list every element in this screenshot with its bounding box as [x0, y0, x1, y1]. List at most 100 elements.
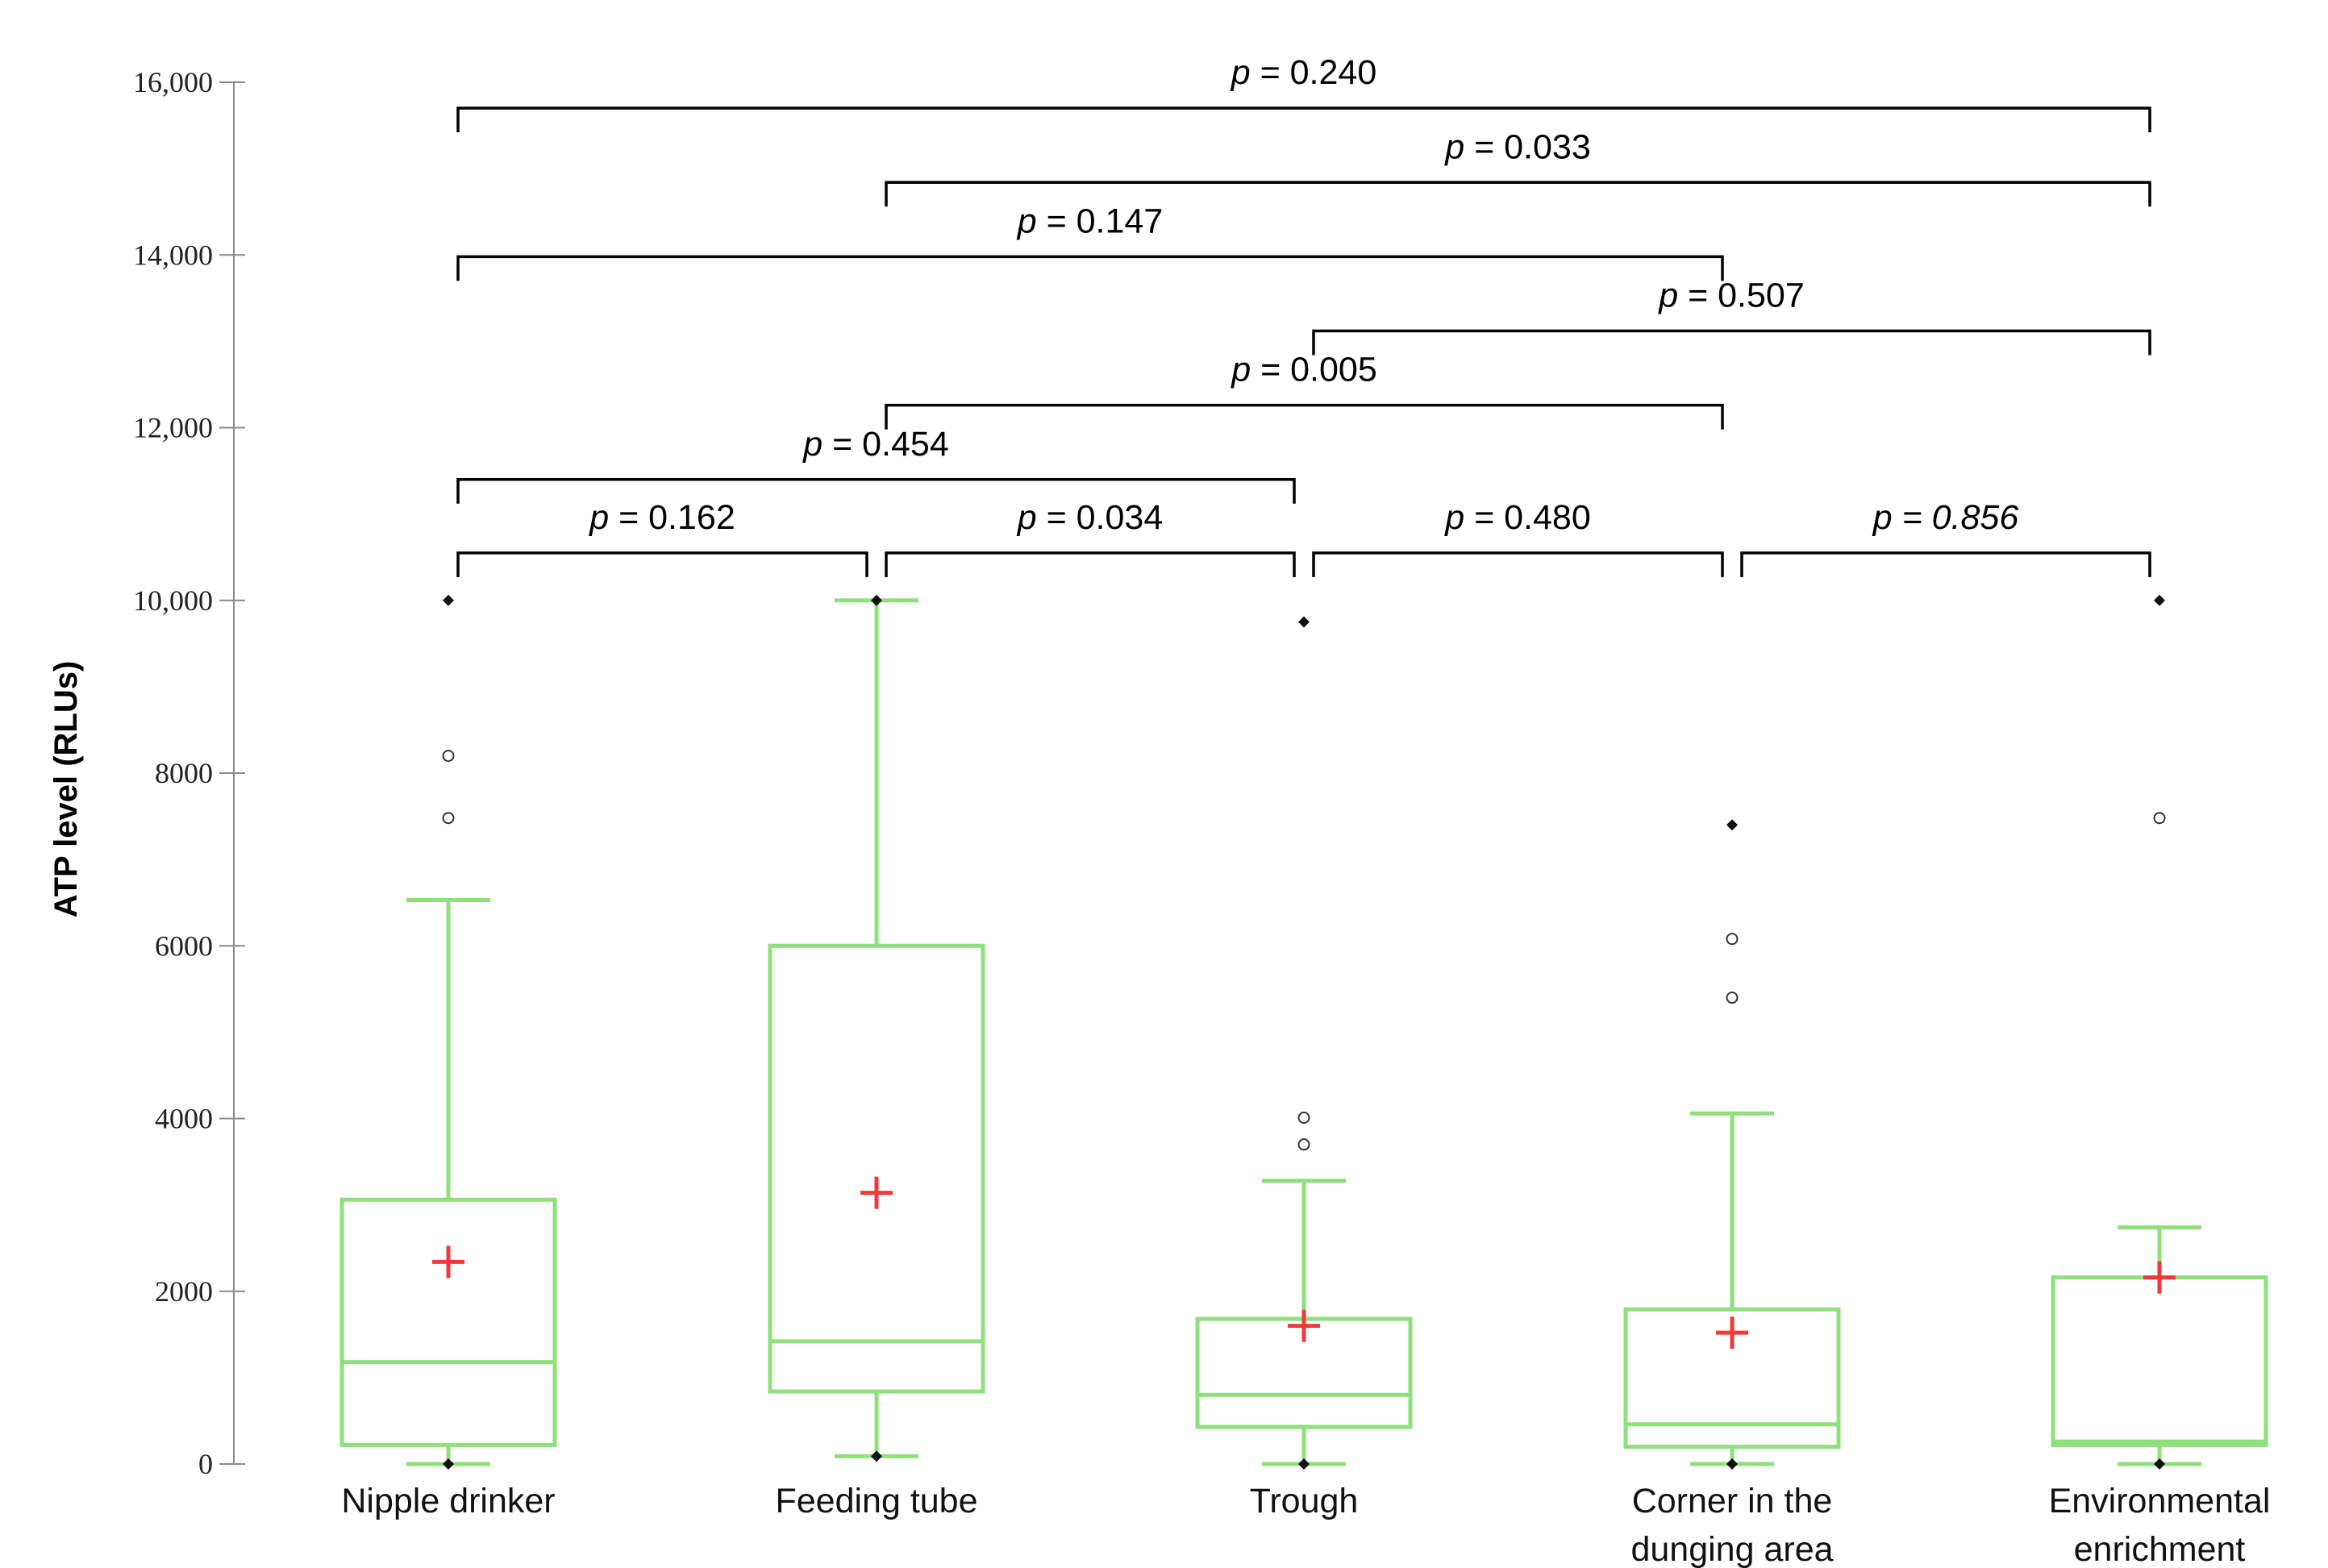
comparison-bracket: p = 0.005: [885, 351, 1724, 430]
y-tick-label: 12,000: [133, 412, 213, 444]
comparison-bracket: p = 0.507: [1312, 277, 2151, 356]
p-value-text: = 0.147: [1037, 202, 1164, 240]
p-value-label: p = 0.507: [1657, 277, 1805, 315]
box-group: [339, 594, 557, 1470]
category-label-line: Environmental: [2049, 1482, 2271, 1520]
bracket-line: [885, 181, 2151, 207]
bracket-line: [885, 551, 1296, 577]
y-tick-label: 0: [198, 1448, 213, 1480]
comparison-bracket: p = 0.162: [456, 498, 868, 577]
category-label-line: enrichment: [2074, 1530, 2246, 1568]
comparison-bracket: p = 0.454: [456, 425, 1296, 504]
bracket-line: [1312, 551, 1724, 577]
p-value-text: = 0.033: [1464, 127, 1591, 166]
bracket-line: [456, 478, 1296, 504]
outlier-point: [1297, 1111, 1310, 1124]
y-axis-label: ATP level (RLUs): [48, 661, 84, 918]
category-label: Trough: [1250, 1482, 1359, 1520]
p-value-label: p = 0.033: [1443, 127, 1591, 166]
comparison-bracket: p = 0.147: [456, 202, 1724, 281]
p-value-text: = 0.162: [609, 498, 735, 537]
extreme-point: [871, 594, 882, 606]
category-label: Environmental enrichment: [2049, 1482, 2271, 1568]
y-tick-label: 2000: [155, 1275, 213, 1308]
box-iqr: [2051, 1275, 2268, 1447]
p-symbol: p: [1230, 53, 1251, 92]
extreme-point: [1726, 1458, 1738, 1470]
bracket-line: [1312, 329, 2151, 356]
bracket-line: [456, 255, 1724, 281]
outlier-point: [1726, 933, 1739, 946]
box-iqr: [768, 943, 985, 1394]
category-labels: Nipple drinker Feeding tube Trough Corner i…: [341, 1482, 2270, 1568]
bracket-line: [456, 551, 868, 577]
category-label: Feeding tube: [775, 1482, 977, 1520]
category-label-line: Feeding tube: [775, 1482, 977, 1520]
p-value-label: p = 0.480: [1443, 498, 1591, 537]
p-value-label: p = 0.454: [802, 425, 949, 464]
category-label: Corner in the dunging area: [1630, 1482, 1833, 1568]
p-value-label: p = 0.034: [1016, 498, 1164, 537]
extreme-point: [2154, 1458, 2165, 1470]
p-value-label: p = 0.005: [1230, 351, 1377, 389]
box-group: [1623, 819, 1841, 1470]
extreme-point: [2154, 594, 2165, 606]
y-tick-label: 10,000: [133, 584, 213, 617]
p-value-text: = 0.005: [1251, 351, 1377, 389]
p-symbol: p: [1230, 351, 1251, 389]
bracket-line: [1740, 551, 2151, 577]
p-value-label: p = 0.240: [1230, 53, 1377, 92]
extreme-point: [443, 594, 454, 606]
comparison-bracket: p = 0.034: [885, 498, 1296, 577]
outlier-point: [2153, 812, 2166, 825]
p-value-text: = 0.454: [823, 425, 949, 464]
category-label-line: Trough: [1250, 1482, 1359, 1520]
y-tick-label: 4000: [155, 1103, 213, 1135]
category-label: Nipple drinker: [341, 1482, 555, 1520]
outlier-point: [442, 812, 455, 825]
p-symbol: p: [802, 425, 823, 464]
outlier-point: [1297, 1138, 1310, 1151]
extreme-point: [1298, 1458, 1310, 1470]
comparison-bracket: p = 0.240: [456, 53, 2151, 133]
p-symbol: p: [1443, 498, 1464, 537]
p-symbol: p: [588, 498, 609, 537]
p-value-text: = 0.240: [1251, 53, 1377, 92]
bracket-line: [885, 403, 1724, 430]
p-value-text: = 0.034: [1037, 498, 1164, 537]
p-value-text: = 0.480: [1464, 498, 1591, 537]
comparison-bracket: p = 0.856: [1740, 498, 2151, 577]
box-iqr: [1623, 1307, 1841, 1449]
extreme-point: [443, 1458, 454, 1470]
p-value-label: p = 0.856: [1872, 498, 2019, 537]
box-series: [339, 594, 2268, 1470]
box-group: [768, 594, 985, 1462]
p-symbol: p: [1016, 202, 1037, 240]
outlier-point: [442, 750, 455, 763]
comparison-bracket: p = 0.480: [1312, 498, 1724, 577]
p-symbol: p: [1872, 498, 1893, 537]
p-symbol: p: [1016, 498, 1037, 537]
y-axis: 0 2000 4000 6000 8000 10,000 12,000 14,000 16,00…: [133, 66, 245, 1480]
extreme-point: [1298, 616, 1310, 628]
category-label-line: dunging area: [1630, 1530, 1833, 1568]
outlier-point: [1726, 992, 1739, 1004]
p-value-text: = 0.507: [1678, 277, 1805, 315]
comparison-bracket: p = 0.033: [885, 127, 2151, 207]
p-value-label: p = 0.162: [588, 498, 735, 537]
y-tick-label: 16,000: [133, 66, 213, 98]
y-tick-label: 14,000: [133, 239, 213, 271]
extreme-point: [1726, 819, 1738, 831]
p-value-text: = 0.856: [1893, 498, 2019, 537]
y-tick-label: 8000: [155, 757, 213, 789]
category-label-line: Nipple drinker: [341, 1482, 555, 1520]
p-symbol: p: [1657, 277, 1678, 315]
box-group: [1195, 616, 1413, 1470]
bracket-line: [456, 106, 2151, 133]
box-iqr: [339, 1197, 557, 1447]
category-label-line: Corner in the: [1632, 1482, 1833, 1520]
p-symbol: p: [1443, 127, 1464, 166]
y-tick-label: 6000: [155, 930, 213, 962]
